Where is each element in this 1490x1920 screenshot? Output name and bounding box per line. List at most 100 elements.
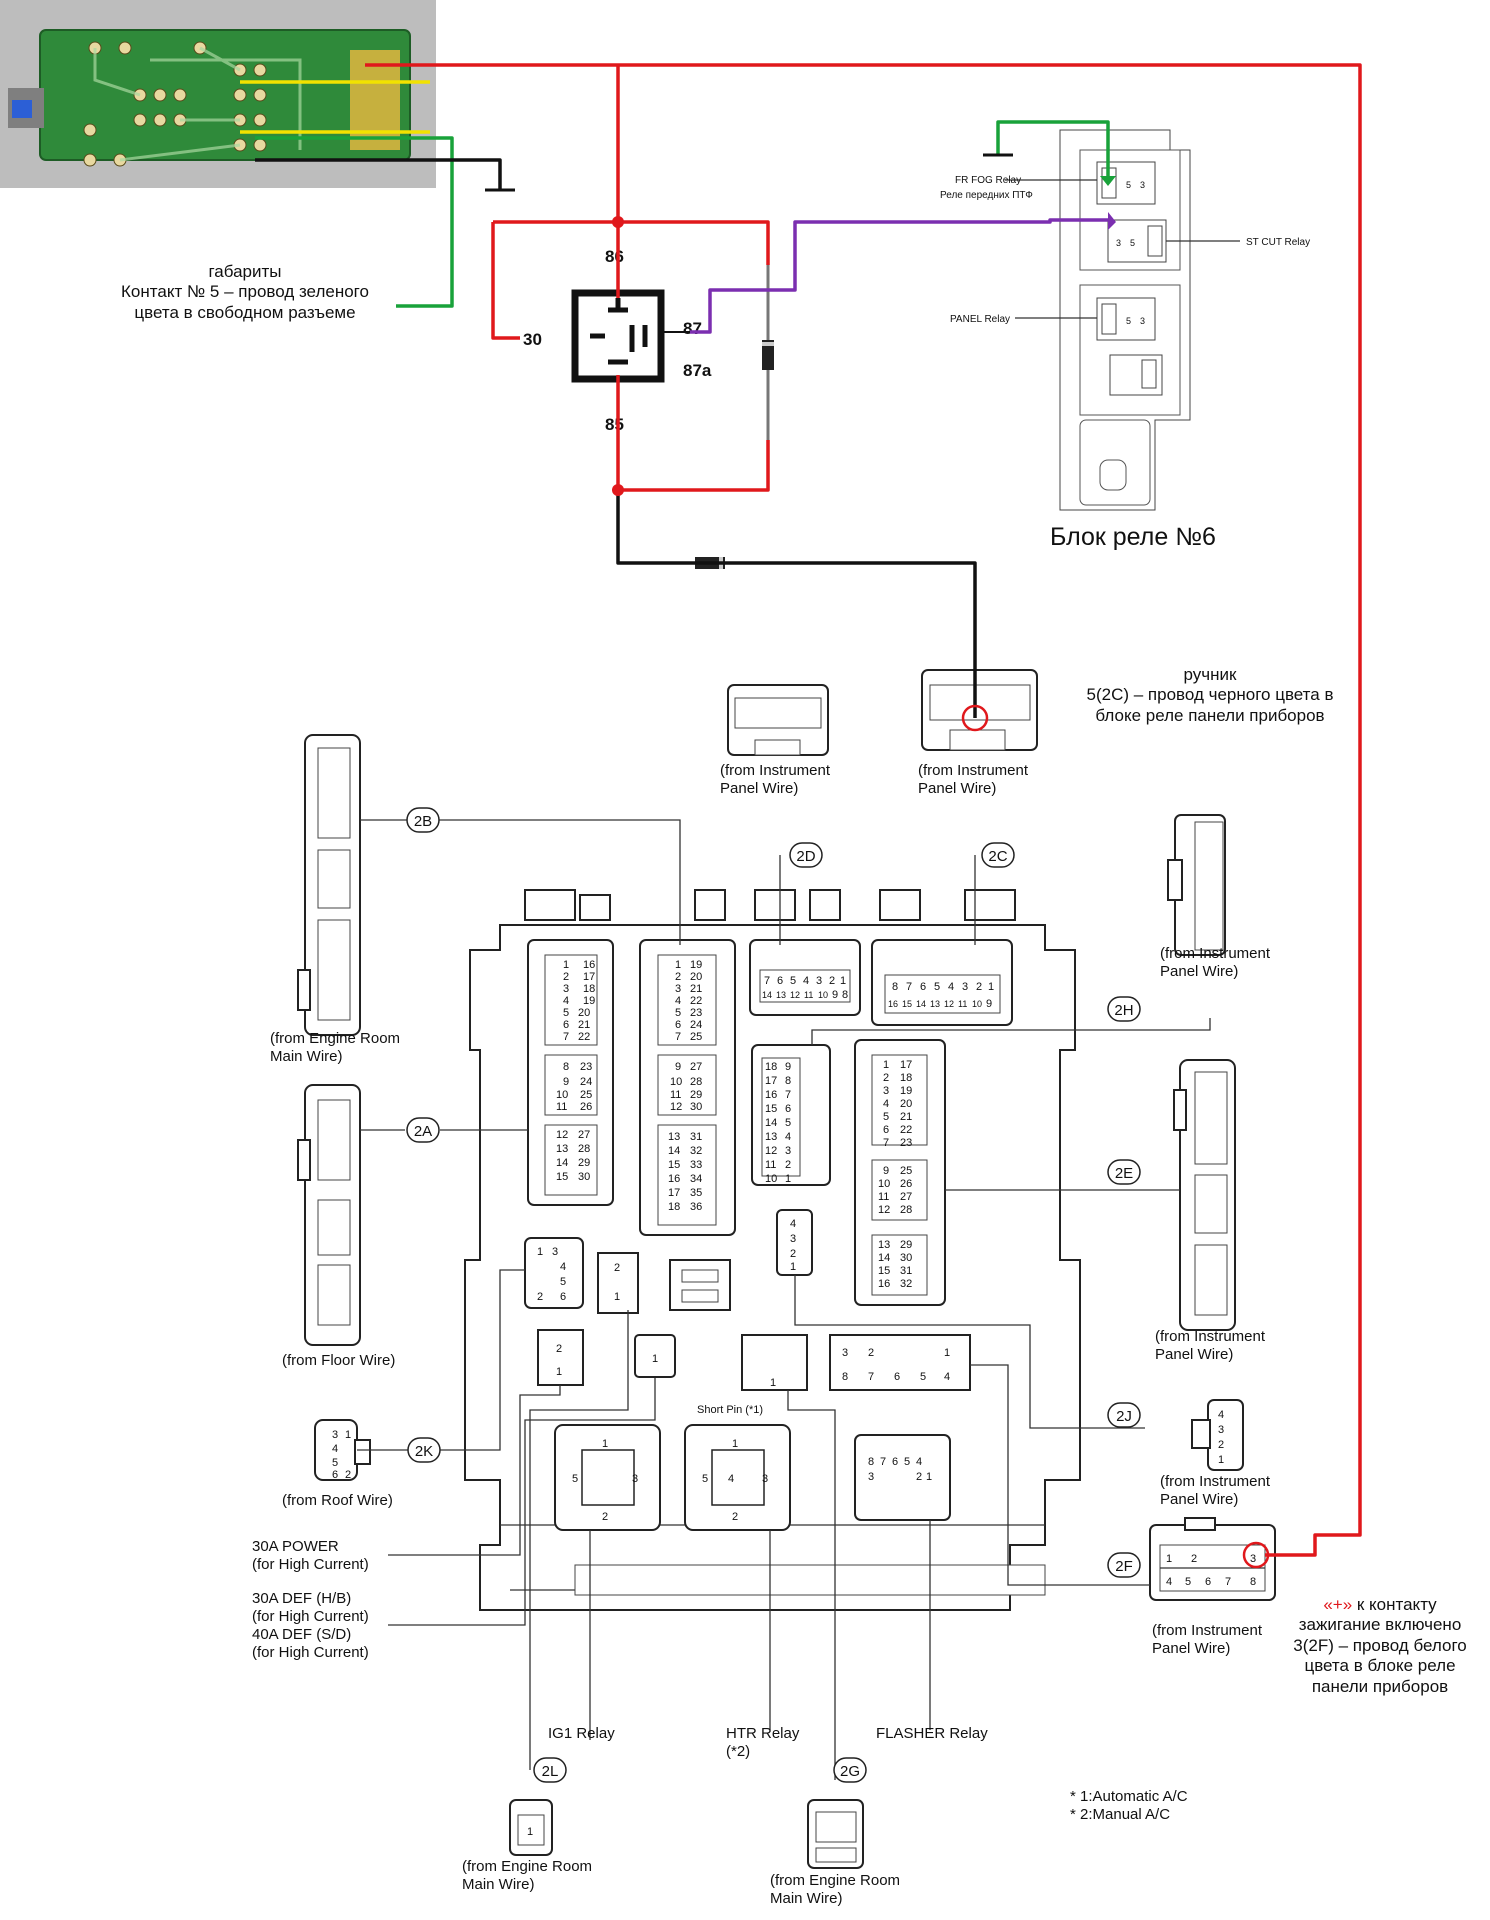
wire-black-handbrake xyxy=(616,490,977,718)
svg-text:22: 22 xyxy=(690,995,702,1007)
bubble-2D: 2D xyxy=(789,842,823,868)
parking-lights-note: габариты Контакт № 5 – провод зеленого ц… xyxy=(121,262,369,322)
svg-text:11: 11 xyxy=(804,990,813,1000)
svg-text:10: 10 xyxy=(972,999,982,1009)
svg-text:4: 4 xyxy=(785,1131,791,1143)
svg-text:5: 5 xyxy=(563,1007,569,1019)
svg-text:9: 9 xyxy=(832,989,838,1001)
svg-text:12: 12 xyxy=(790,990,800,1000)
svg-text:3: 3 xyxy=(816,975,822,987)
svg-text:3: 3 xyxy=(883,1085,889,1097)
svg-text:6: 6 xyxy=(675,1019,681,1031)
svg-text:6: 6 xyxy=(785,1103,791,1115)
svg-text:25: 25 xyxy=(580,1089,592,1101)
svg-text:11: 11 xyxy=(556,1101,567,1113)
svg-text:2E: 2E xyxy=(1115,1165,1133,1182)
bubble-2J: 2J xyxy=(1107,1402,1141,1428)
svg-text:6: 6 xyxy=(892,1456,898,1468)
connector-2H-body xyxy=(1167,814,1226,956)
source-2C: (from Instrument Panel Wire) xyxy=(918,762,1029,797)
pin-3-2F-highlight xyxy=(1242,1541,1270,1569)
svg-text:9: 9 xyxy=(675,1061,681,1073)
svg-text:29: 29 xyxy=(690,1089,702,1101)
connector-2L-body: 1 xyxy=(509,1799,553,1856)
svg-text:16: 16 xyxy=(888,999,898,1009)
svg-text:8: 8 xyxy=(1250,1576,1256,1588)
source-2J: (from Instrument Panel Wire) xyxy=(1160,1473,1271,1508)
label-htr-relay: HTR Relay (*2) xyxy=(726,1725,800,1760)
svg-text:5: 5 xyxy=(1130,238,1135,248)
svg-text:4: 4 xyxy=(883,1098,889,1110)
fr-fog-relay-label: FR FOG Relay xyxy=(955,175,1021,186)
svg-text:28: 28 xyxy=(900,1204,912,1216)
svg-text:8: 8 xyxy=(868,1456,874,1468)
relay-pin-86: 86 xyxy=(605,247,624,266)
svg-text:2A: 2A xyxy=(414,1123,432,1140)
svg-text:1: 1 xyxy=(345,1429,351,1441)
svg-text:13: 13 xyxy=(930,999,940,1009)
svg-text:32: 32 xyxy=(690,1145,702,1157)
junction-dots xyxy=(612,216,624,496)
svg-text:7: 7 xyxy=(1225,1576,1231,1588)
svg-text:3: 3 xyxy=(675,983,681,995)
svg-text:5: 5 xyxy=(560,1276,566,1288)
svg-text:2: 2 xyxy=(537,1291,543,1303)
svg-text:23: 23 xyxy=(690,1007,702,1019)
svg-text:6: 6 xyxy=(777,975,783,987)
bubble-2H: 2H xyxy=(1107,996,1141,1022)
svg-text:15: 15 xyxy=(668,1159,680,1171)
svg-text:3: 3 xyxy=(552,1246,558,1258)
svg-text:7: 7 xyxy=(906,981,912,993)
svg-text:7: 7 xyxy=(764,975,770,987)
svg-text:5: 5 xyxy=(883,1111,889,1123)
svg-text:5: 5 xyxy=(1126,316,1131,326)
source-2K: (from Roof Wire) xyxy=(282,1492,393,1509)
svg-text:16: 16 xyxy=(668,1173,680,1185)
svg-text:15: 15 xyxy=(902,999,912,1009)
bubble-2F: 2F xyxy=(1107,1552,1141,1578)
relay-pin-87a: 87a xyxy=(683,361,712,380)
svg-text:3: 3 xyxy=(632,1473,638,1485)
svg-text:1: 1 xyxy=(840,975,846,987)
svg-text:35: 35 xyxy=(690,1187,702,1199)
connector-2J-body: 43 21 xyxy=(1191,1399,1244,1471)
connector-2C-body xyxy=(921,669,1038,751)
source-2H: (from Instrument Panel Wire) xyxy=(1160,945,1271,980)
svg-text:2: 2 xyxy=(868,1347,874,1359)
svg-text:2L: 2L xyxy=(542,1763,559,1780)
svg-text:3: 3 xyxy=(868,1471,874,1483)
svg-text:1: 1 xyxy=(944,1347,950,1359)
svg-text:31: 31 xyxy=(900,1265,912,1277)
source-2G: (from Engine Room Main Wire) xyxy=(770,1872,901,1907)
bubble-2A: 2A xyxy=(406,1117,440,1143)
svg-text:7: 7 xyxy=(785,1089,791,1101)
svg-text:20: 20 xyxy=(900,1098,912,1110)
svg-text:14: 14 xyxy=(916,999,926,1009)
svg-text:31: 31 xyxy=(690,1131,702,1143)
label-def: 30A DEF (H/B) (for High Current) 40A DEF… xyxy=(252,1590,369,1661)
svg-text:24: 24 xyxy=(690,1019,702,1031)
purple-arrow xyxy=(1108,212,1116,230)
svg-text:2: 2 xyxy=(883,1072,889,1084)
svg-text:6: 6 xyxy=(883,1124,889,1136)
connector-2D-body xyxy=(727,684,829,756)
svg-text:13: 13 xyxy=(668,1131,680,1143)
svg-text:6: 6 xyxy=(560,1291,566,1303)
spare-relay-socket xyxy=(1109,354,1163,396)
svg-text:21: 21 xyxy=(690,983,702,995)
svg-text:2: 2 xyxy=(602,1511,608,1523)
svg-text:12: 12 xyxy=(944,999,954,1009)
svg-text:5: 5 xyxy=(790,975,796,987)
svg-text:2: 2 xyxy=(675,971,681,983)
relay-pin-30: 30 xyxy=(523,330,542,349)
svg-text:4: 4 xyxy=(560,1261,566,1273)
svg-text:11: 11 xyxy=(958,999,967,1009)
svg-text:8: 8 xyxy=(892,981,898,993)
svg-text:21: 21 xyxy=(900,1111,912,1123)
svg-text:12: 12 xyxy=(765,1145,777,1157)
block-2A-pins xyxy=(544,954,598,1196)
svg-text:32: 32 xyxy=(900,1278,912,1290)
bubble-2G: 2G xyxy=(833,1757,867,1783)
svg-text:6: 6 xyxy=(1205,1576,1211,1588)
svg-text:36: 36 xyxy=(690,1201,702,1213)
